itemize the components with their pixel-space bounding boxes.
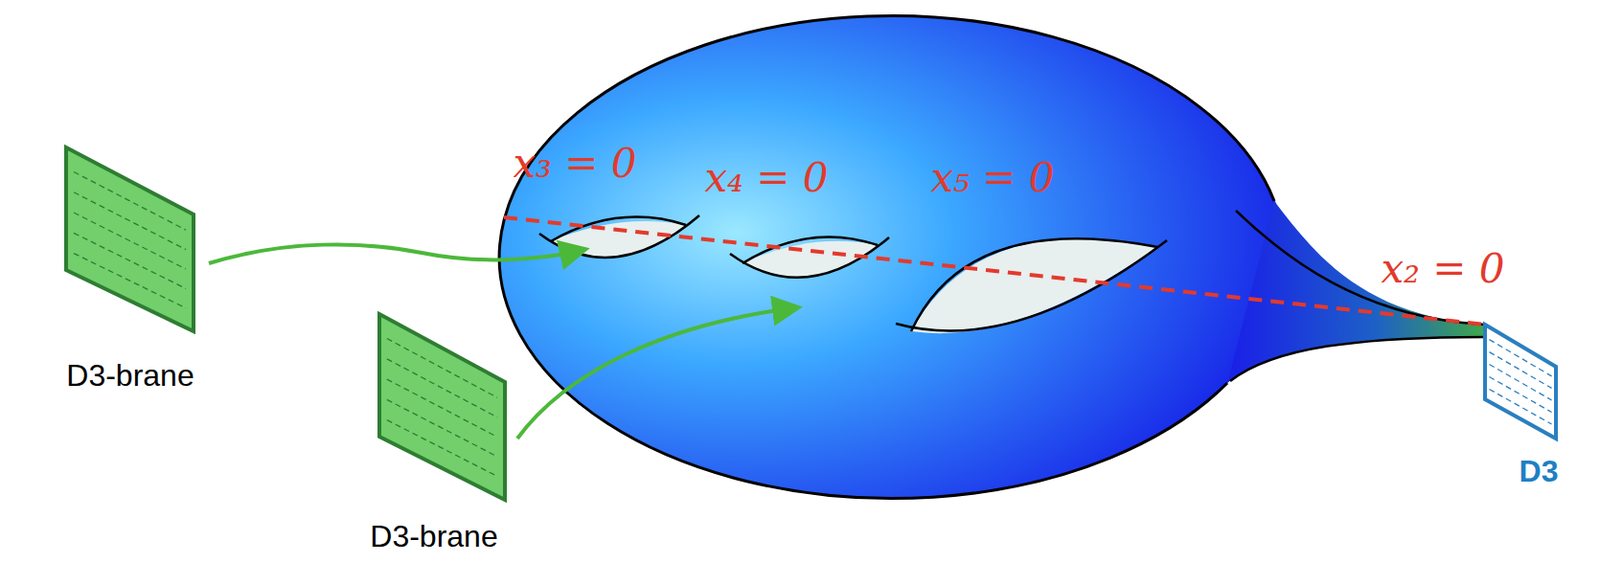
brane-label: D3 xyxy=(1519,453,1559,490)
brane-node: D3-brane xyxy=(19,138,250,398)
brane-label: D3-brane xyxy=(66,357,194,394)
equation-label: x₅ = 0 xyxy=(930,156,1054,201)
brane-node: D3-brane xyxy=(316,306,547,558)
equation-label: x₂ = 0 xyxy=(1380,247,1505,292)
brane-label: D3-brane xyxy=(369,518,498,555)
equation-label: x₄ = 0 xyxy=(704,156,828,201)
brane-node: D3 xyxy=(1475,316,1597,495)
equation-label: x₃ = 0 xyxy=(512,141,637,186)
